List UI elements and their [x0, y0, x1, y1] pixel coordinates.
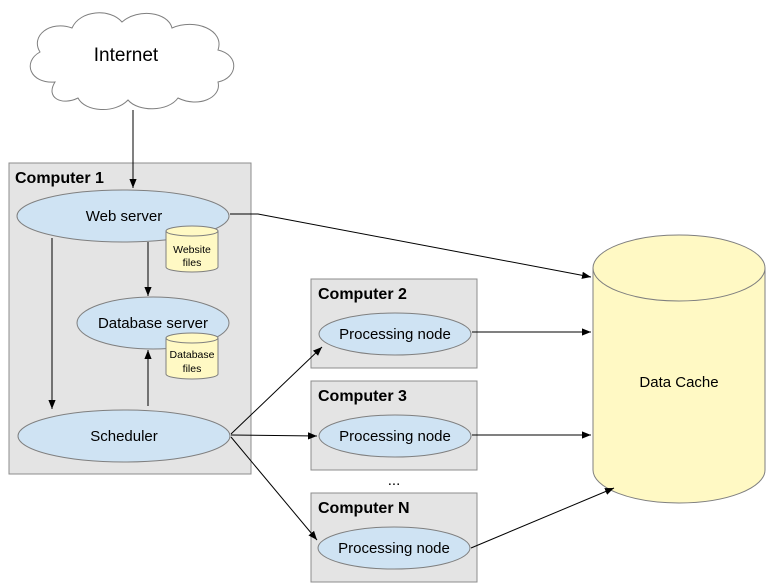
website-files-line-2: files	[183, 257, 202, 269]
edge-computerN-datacache	[470, 487, 615, 549]
data-cache-label: Data Cache	[639, 374, 718, 391]
edge-scheduler-computer3	[230, 432, 318, 440]
computer-n-box: Computer N Processing node	[310, 492, 478, 583]
scheduler-label: Scheduler	[90, 428, 158, 445]
computer-2-node-label: Processing node	[339, 326, 451, 343]
computer-3-node-label: Processing node	[339, 428, 451, 445]
edge-scheduler-computerN	[230, 436, 318, 541]
database-server-label: Database server	[98, 315, 208, 332]
website-files-line-1: Website	[173, 244, 211, 256]
computer-1-title: Computer 1	[15, 170, 104, 187]
scheduler-node: Scheduler	[17, 409, 231, 463]
edge-scheduler-computer2	[230, 346, 323, 435]
database-files-line-1: Database	[170, 349, 215, 361]
computer-n-node-label: Processing node	[338, 540, 450, 557]
website-files-cylinder: Website files	[165, 225, 219, 273]
edge-webserver-datacache	[230, 213, 592, 279]
data-cache-cylinder: Data Cache	[592, 234, 766, 504]
internet-cloud: Internet	[29, 12, 235, 111]
database-files-line-2: files	[183, 363, 202, 375]
computer-n-title: Computer N	[318, 500, 410, 517]
ellipsis-label: ...	[388, 472, 401, 489]
web-server-label: Web server	[86, 208, 162, 225]
computer-3-box: Computer 3 Processing node	[310, 380, 478, 471]
internet-label: Internet	[94, 45, 159, 66]
computer-2-title: Computer 2	[318, 286, 407, 303]
computer-3-title: Computer 3	[318, 388, 407, 405]
computer-2-box: Computer 2 Processing node	[310, 278, 478, 369]
database-files-cylinder: Database files	[165, 332, 219, 380]
